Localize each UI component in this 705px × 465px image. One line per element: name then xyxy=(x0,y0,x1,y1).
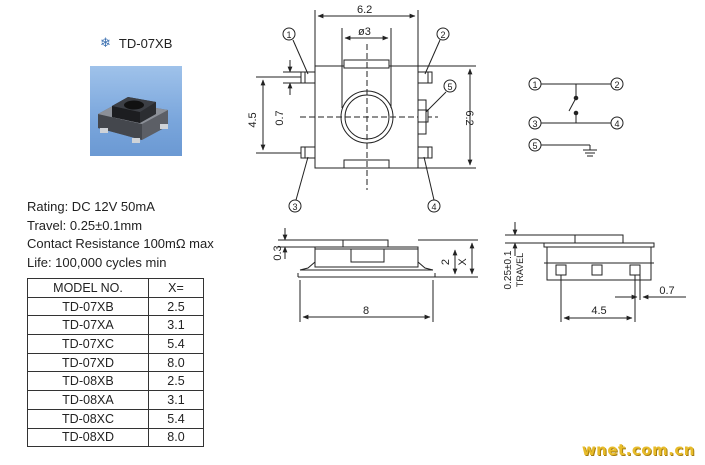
schematic-pin-3: 3 xyxy=(532,119,537,129)
x-cell: 8.0 xyxy=(148,427,204,448)
dim-x-label: X xyxy=(457,258,469,266)
side-view xyxy=(278,228,478,322)
pin-label-3: 3 xyxy=(292,202,297,212)
model-cell: TD-07XD xyxy=(27,352,149,373)
dim-height-label: 6.2 xyxy=(463,110,475,125)
pin-label-2: 2 xyxy=(440,30,445,40)
dim-body-label: 2 xyxy=(440,259,452,265)
end-view xyxy=(505,222,686,322)
gear-icon: ❄ xyxy=(100,35,111,50)
product-photo xyxy=(90,66,182,156)
schematic-pin-1: 1 xyxy=(532,80,537,90)
model-cell: TD-07XC xyxy=(27,334,149,354)
dim-travel-label: 0.25±0.1 xyxy=(503,250,514,289)
spec-rating: Rating: DC 12V 50mA xyxy=(27,199,155,214)
table-header: MODEL NO. xyxy=(27,278,149,298)
schematic xyxy=(528,77,624,157)
dim-travel-caption: TRAVEL xyxy=(515,253,525,287)
dim-end-pitch-label: 4.5 xyxy=(591,305,606,317)
pin-label-1: 1 xyxy=(286,30,291,40)
spec-contact-resistance: Contact Resistance 100mΩ max xyxy=(27,236,214,251)
dim-bore-label: ø3 xyxy=(358,26,371,38)
product-name: TD-07XB xyxy=(118,35,173,51)
watermark: wnet.com.cn xyxy=(581,441,695,459)
schematic-pin-2: 2 xyxy=(614,80,619,90)
top-view xyxy=(256,10,476,201)
model-cell: TD-08XA xyxy=(27,390,149,410)
spec-list: Rating: DC 12V 50mA Travel: 0.25±0.1mm C… xyxy=(27,198,214,272)
model-cell: TD-08XD xyxy=(27,427,149,448)
pin-label-4: 4 xyxy=(431,202,436,212)
pin-label-5: 5 xyxy=(447,82,452,92)
x-cell: 2.5 xyxy=(148,371,204,392)
spec-life: Life: 100,000 cycles min xyxy=(27,254,167,270)
product-title: ❄ TD-07XB xyxy=(100,35,172,51)
dim-length-label: 8 xyxy=(363,305,369,317)
dim-width-label: 6.2 xyxy=(357,4,372,16)
model-cell: TD-07XA xyxy=(27,315,149,336)
spec-travel: Travel: 0.25±0.1mm xyxy=(27,217,143,233)
dim-cap-label: 0.3 xyxy=(272,245,284,260)
schematic-pin-4: 4 xyxy=(614,119,619,129)
table-header-row: MODEL NO. X= xyxy=(27,278,204,298)
dim-pad-label: 0.7 xyxy=(274,110,286,125)
dim-end-pad-label: 0.7 xyxy=(659,285,674,297)
schematic-pin-5: 5 xyxy=(532,141,537,151)
dim-pitch-label: 4.5 xyxy=(247,112,259,127)
